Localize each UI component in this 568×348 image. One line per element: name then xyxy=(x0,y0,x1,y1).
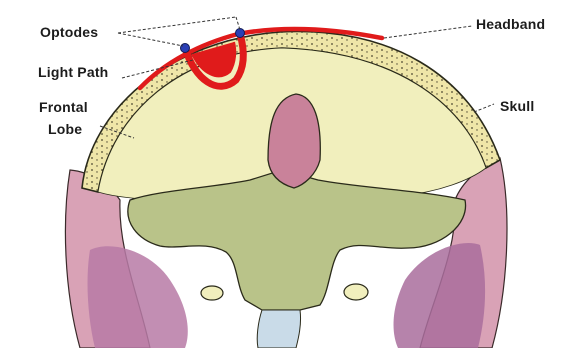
headband-pointer xyxy=(384,26,472,38)
optode-dot-icon xyxy=(181,44,190,53)
left-orbit-hole xyxy=(201,286,223,300)
brainstem xyxy=(257,310,300,348)
optodes-pointer-mid xyxy=(118,17,236,33)
skull-pointer xyxy=(474,104,494,112)
optodes-pointer-left xyxy=(118,33,183,46)
light-path-label: Light Path xyxy=(38,64,108,80)
right-orbit-hole xyxy=(344,284,368,300)
lobe-label: Lobe xyxy=(48,121,82,137)
left-lower-muscle xyxy=(88,246,188,348)
skull-label: Skull xyxy=(500,98,534,114)
optode-dot-icon xyxy=(236,29,245,38)
optodes-label: Optodes xyxy=(40,24,98,40)
headband-label: Headband xyxy=(476,16,545,32)
optodes-pointer-right xyxy=(236,17,240,30)
right-lower-muscle xyxy=(394,243,486,348)
frontal-label: Frontal xyxy=(39,99,88,115)
